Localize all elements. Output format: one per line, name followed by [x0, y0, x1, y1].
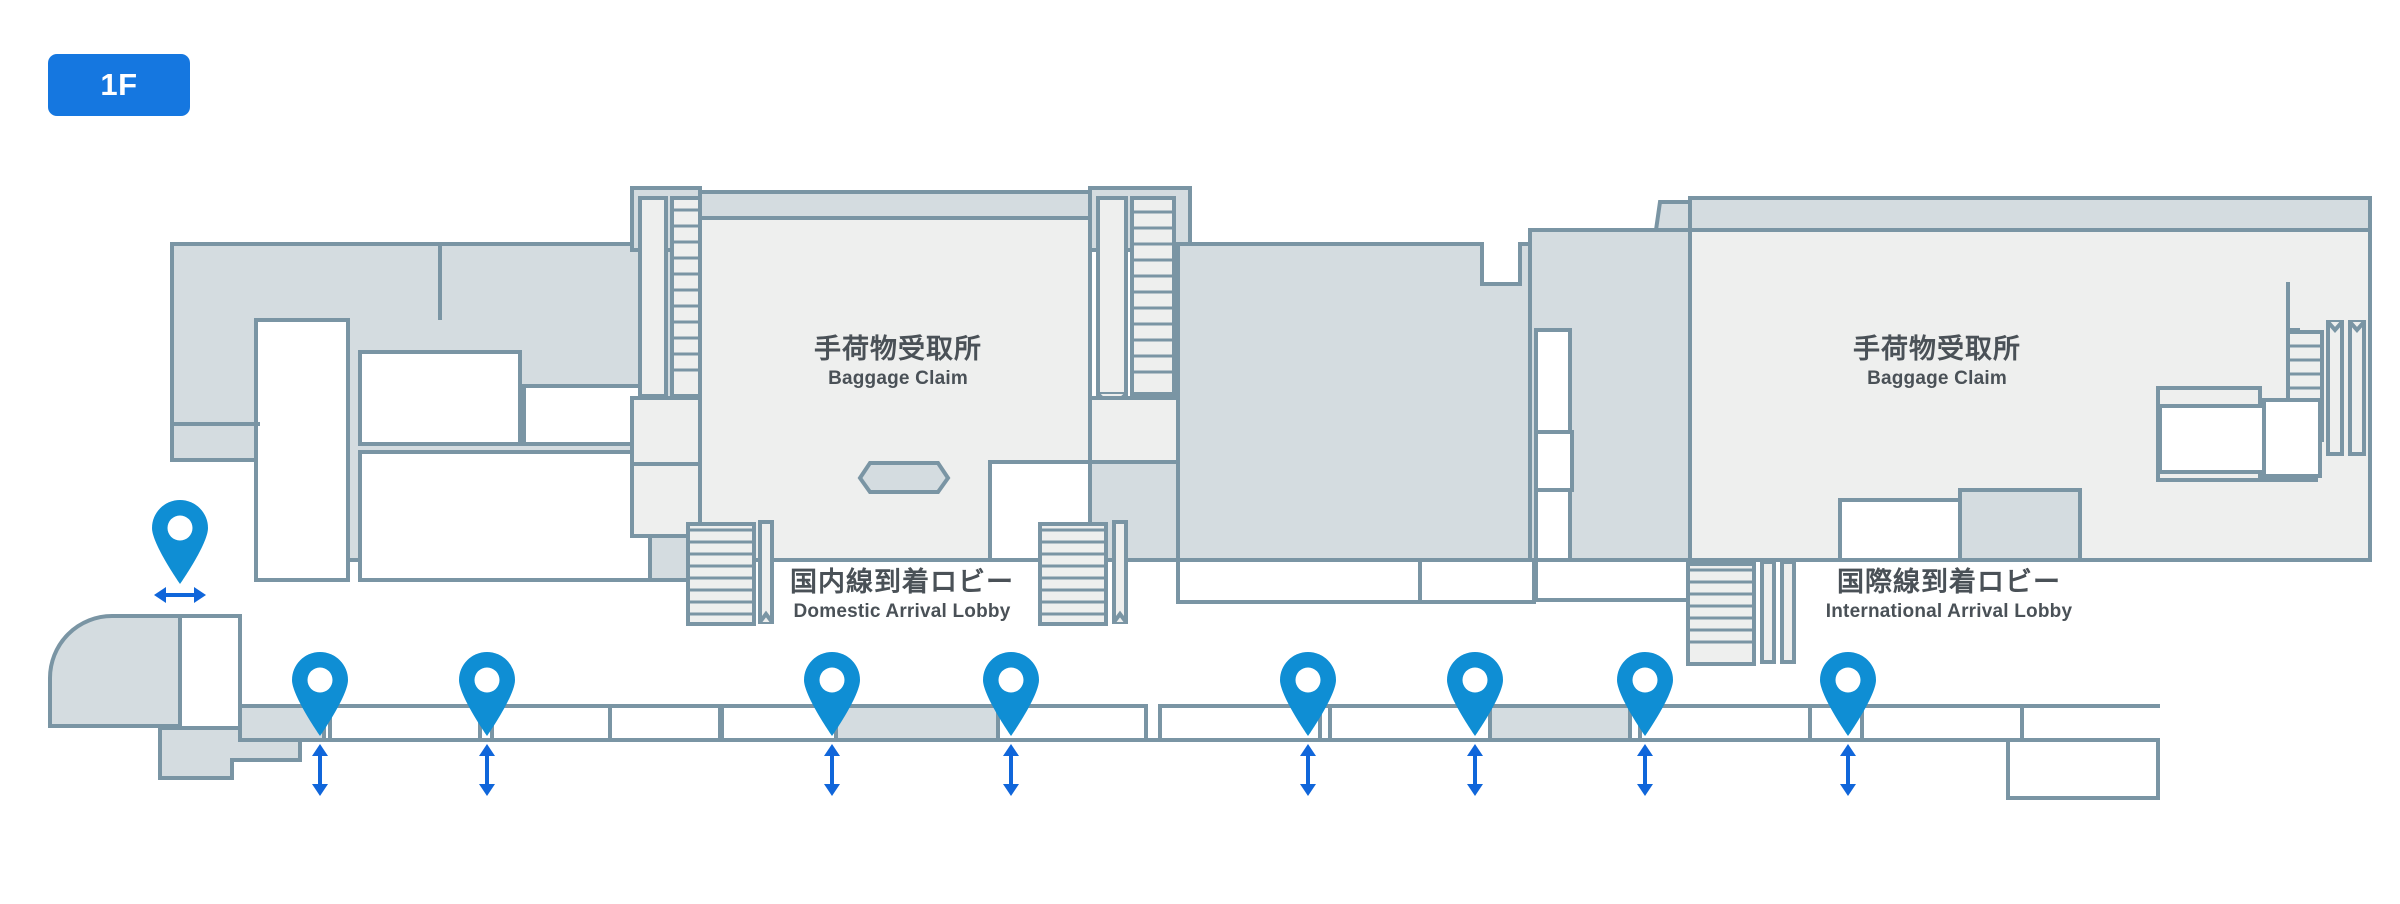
label-jp: 国内線到着ロビー	[790, 567, 1014, 597]
west-concourse-block	[170, 190, 722, 582]
label-en: Baggage Claim	[828, 368, 968, 389]
east-lower-rooms	[2158, 398, 2322, 478]
southwest-rounded-block	[48, 614, 302, 780]
east-stairs	[2286, 282, 2366, 456]
map-marker-pin-1[interactable]	[152, 500, 208, 603]
label-jp: 国際線到着ロビー	[1837, 567, 2061, 597]
label-en: Domestic Arrival Lobby	[793, 601, 1011, 622]
label-jp: 手荷物受取所	[1853, 334, 2021, 364]
label-international-arrival-lobby: 国際線到着ロビー International Arrival Lobby	[1826, 565, 2072, 625]
international-baggage-claim-hall	[1653, 196, 2372, 562]
label-baggage-claim-international: 手荷物受取所 Baggage Claim	[1853, 332, 2021, 392]
domestic-lobby-stairs-right	[1038, 520, 1128, 626]
label-en: Baggage Claim	[1867, 368, 2007, 389]
international-lobby-stairs	[1686, 560, 1796, 666]
label-en: International Arrival Lobby	[1825, 601, 2073, 622]
central-service-block	[1176, 242, 1536, 604]
mid-escalator-shaft	[1088, 186, 1192, 562]
east-service-wing	[1528, 200, 1692, 602]
label-baggage-claim-domestic: 手荷物受取所 Baggage Claim	[814, 332, 982, 392]
domestic-lobby-stairs-left	[686, 520, 774, 626]
floor-badge-label: 1F	[100, 67, 138, 102]
floor-badge-1f[interactable]: 1F	[48, 54, 190, 116]
south-corridor	[238, 704, 2160, 742]
label-jp: 手荷物受取所	[814, 334, 982, 364]
southeast-room	[2006, 738, 2160, 800]
label-domestic-arrival-lobby: 国内線到着ロビー Domestic Arrival Lobby	[790, 565, 1014, 625]
floor-plan-geometry	[48, 186, 2372, 800]
